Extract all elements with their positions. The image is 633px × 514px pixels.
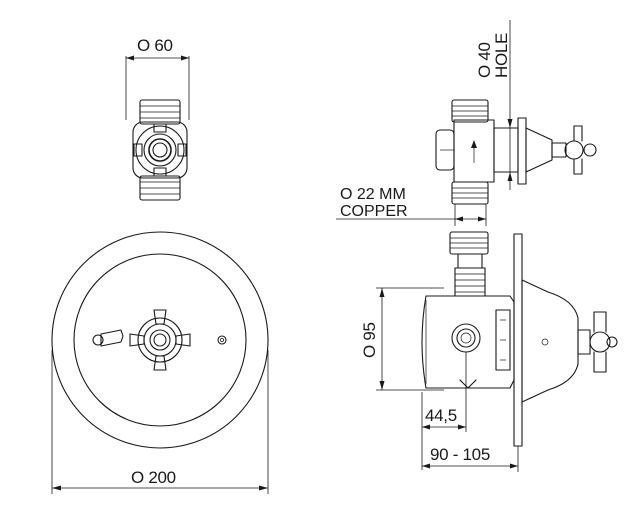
copper-size-dimension: O 22 MM — [340, 186, 406, 203]
plate-diameter-dimension: O 200 — [131, 468, 176, 487]
upper-side-view: O 40 HOLE O 22 MM COPPER — [336, 20, 597, 226]
lower-side-view: O 95 44,5 90 - 105 — [360, 231, 618, 472]
top-width-dimension: O 60 — [137, 36, 173, 55]
front-view: O 200 — [51, 231, 269, 494]
depth-range-dimension: 90 - 105 — [430, 445, 490, 464]
inlet-offset-dimension: 44,5 — [425, 406, 457, 425]
copper-label: COPPER — [340, 203, 408, 220]
body-height-dimension: O 95 — [360, 322, 379, 358]
hole-diameter-dimension: O 40 — [475, 42, 494, 78]
top-view: O 60 — [125, 36, 190, 201]
hole-label: HOLE — [492, 33, 511, 78]
